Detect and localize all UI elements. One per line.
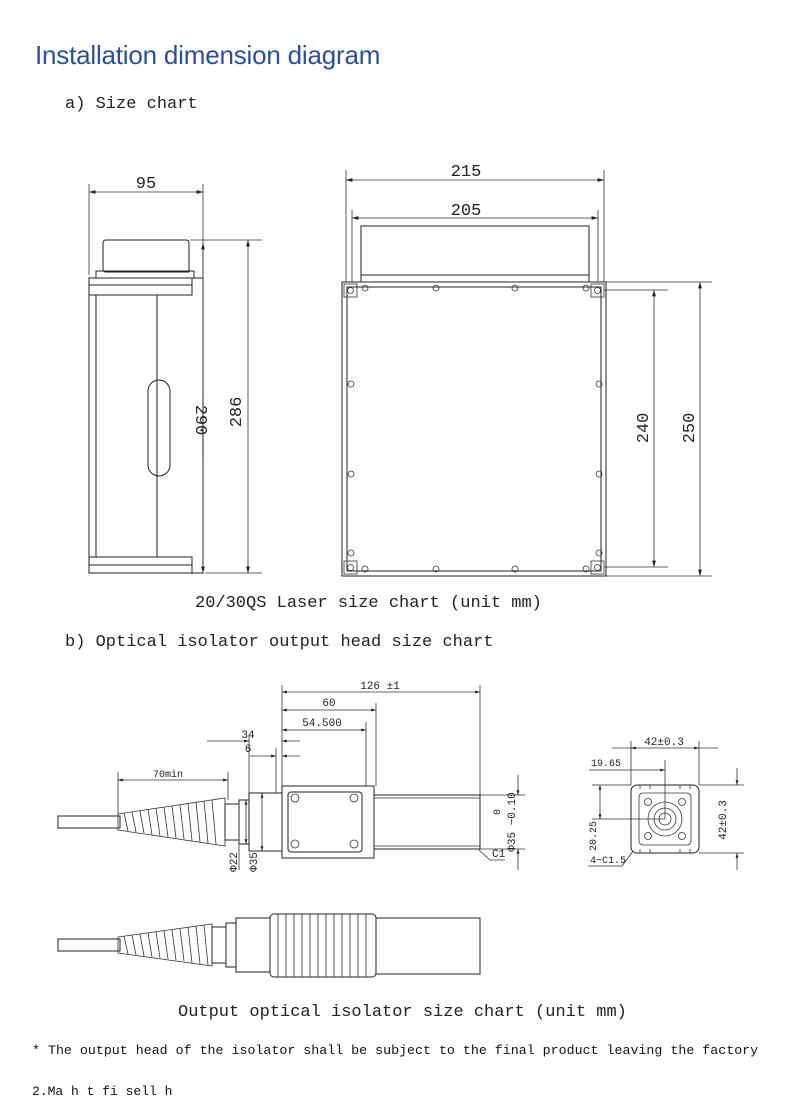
front-height-inner-label: 240 (635, 413, 654, 444)
chamfer-label: C1 (492, 849, 506, 861)
inner-length-label: 54.500 (302, 718, 342, 730)
cable-min-label: 70min (153, 769, 183, 781)
front-width-outer-label: 215 (451, 163, 482, 182)
laser-front-view (341, 170, 712, 577)
isolator-caption: Output optical isolator size chart (unit… (178, 1003, 627, 1022)
body-length-label: 60 (322, 698, 335, 710)
front-height-outer-label: 250 (681, 413, 700, 444)
tolerance-zero-label: 0 (493, 809, 504, 815)
offset-34-label: 34 (241, 730, 255, 742)
isolator-exterior-view (57, 913, 481, 978)
section-b-heading: b) Optical isolator output head size cha… (65, 633, 494, 652)
side-height-outer-label: 286 (228, 397, 247, 428)
total-length-label: 126 ±1 (360, 681, 400, 693)
dia-22-label: Φ22 (229, 852, 241, 872)
tolerance-label: Φ35 −0.10 (507, 792, 519, 851)
side-height-inner-label: 290 (190, 405, 209, 436)
end-offset-x-label: 19.65 (591, 759, 621, 770)
isolator-side-view (57, 685, 525, 870)
end-width-label: 42±0.3 (644, 737, 684, 749)
laser-side-view (88, 184, 262, 574)
footnote-cut: 2.Ma h t fi sell h (32, 1084, 173, 1099)
laser-caption: 20/30QS Laser size chart (unit mm) (195, 594, 542, 613)
isolator-end-view (588, 741, 744, 870)
offset-6-label: 6 (245, 744, 252, 756)
footnote: * The output head of the isolator shall … (32, 1043, 759, 1058)
front-width-inner-label: 205 (451, 202, 482, 221)
end-height-label: 42±0.3 (718, 800, 730, 840)
dia-35-label: Φ35 (249, 852, 261, 872)
end-offset-y-label: 20.25 (589, 821, 600, 851)
section-a-heading: a) Size chart (65, 95, 198, 114)
page-title: Installation dimension diagram (35, 40, 381, 70)
side-width-label: 95 (136, 175, 156, 194)
end-chamfer-label: 4−C1.5 (590, 856, 626, 867)
